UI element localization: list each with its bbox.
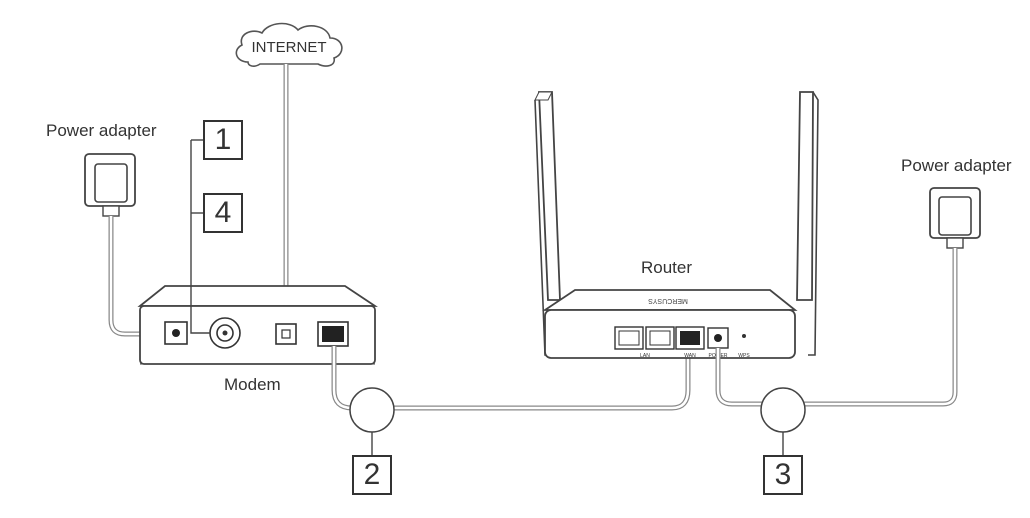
modem-label: Modem — [224, 375, 281, 394]
internet-label: INTERNET — [252, 39, 327, 56]
coax-cable — [190, 140, 210, 334]
router-power-callout-circle — [760, 387, 806, 433]
step-4-callout: 4 — [203, 193, 243, 233]
router-antenna-right — [796, 91, 819, 356]
step-2-callout: 2 — [352, 455, 392, 495]
router-label: Router — [641, 258, 693, 277]
power-adapter-right-label: Power adapter — [901, 156, 1012, 175]
power-adapter-right-icon — [929, 187, 981, 249]
ethernet-cable-callout-circle — [349, 387, 395, 433]
internet-cloud: INTERNET — [235, 22, 343, 67]
modem-icon — [137, 285, 378, 365]
step-1-callout: 1 — [203, 120, 243, 160]
router-icon: MERCUSYS LAN WAN POWER WPS — [542, 289, 798, 359]
power-adapter-left-icon — [84, 153, 136, 217]
router-brand-label: MERCUSYS — [648, 297, 688, 304]
step-3-callout: 3 — [763, 455, 803, 495]
router-lan-label: LAN — [640, 353, 650, 359]
power-adapter-left-label: Power adapter — [46, 121, 157, 140]
router-wps-label: WPS — [738, 353, 750, 359]
router-wan-label: WAN — [684, 353, 696, 359]
